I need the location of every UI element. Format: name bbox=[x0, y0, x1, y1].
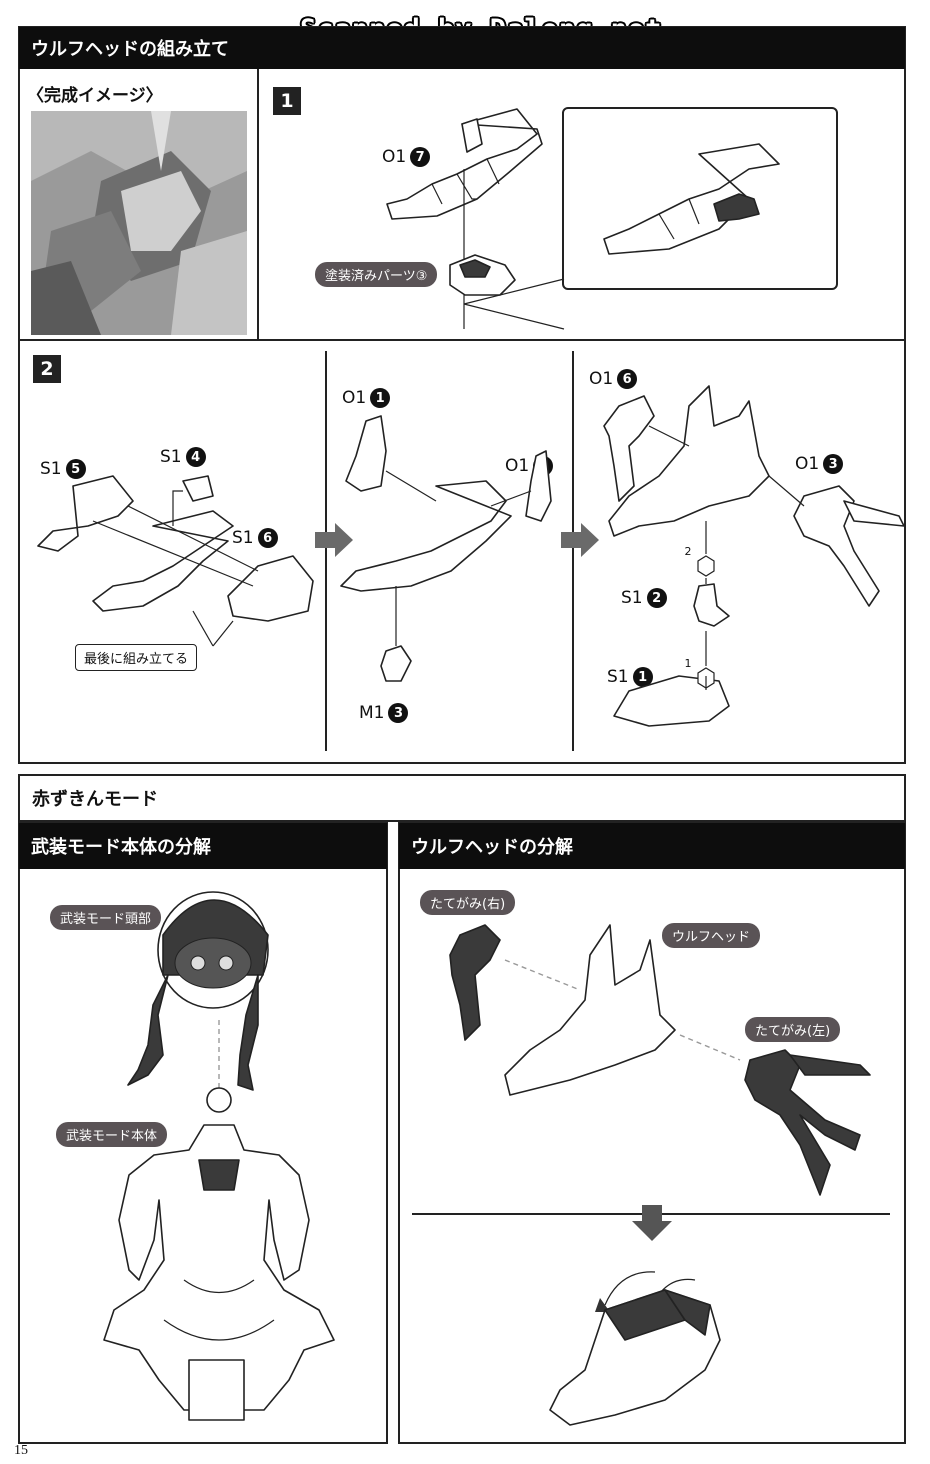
armed-body-title-text: 武装モード本体の分解 bbox=[31, 837, 211, 858]
step2-panel: 2 S1 5 S1 4 S1 6 最後に組み立てる O1 1 O1 2 bbox=[19, 341, 905, 763]
step2b-parts-drawing bbox=[340, 415, 552, 682]
part-number-badge: 3 bbox=[823, 454, 844, 474]
part-label-m1-3: M1 3 bbox=[359, 703, 409, 723]
completed-image-panel: 〈完成イメージ〉 bbox=[19, 69, 259, 339]
part-label-o1-6: O1 6 bbox=[589, 369, 638, 389]
mane-right-label: たてがみ(右) bbox=[420, 890, 516, 915]
next-step-arrow-2 bbox=[561, 523, 599, 557]
step2-divider-1 bbox=[325, 351, 327, 751]
assembly-order-1: 1 bbox=[684, 656, 692, 670]
part-label-o1-3: O1 3 bbox=[795, 454, 844, 474]
next-step-arrow-1 bbox=[315, 523, 353, 557]
wolf-head-folded-drawing bbox=[549, 1271, 721, 1426]
completed-image-photo bbox=[31, 111, 247, 335]
row-divider bbox=[19, 339, 905, 341]
painted-part-drawing bbox=[449, 254, 516, 296]
armed-body-title-band: 武装モード本体の分解 bbox=[19, 823, 387, 869]
part-number-badge: 6 bbox=[617, 369, 638, 389]
part-code: S1 bbox=[40, 459, 62, 479]
part-code: S1 bbox=[160, 447, 182, 467]
wolf-decomp-title-text: ウルフヘッドの分解 bbox=[411, 837, 573, 858]
step1-number: 1 bbox=[273, 87, 301, 115]
part-code: S1 bbox=[621, 588, 643, 608]
armed-body-drawing bbox=[103, 1020, 335, 1421]
armed-body-label: 武装モード本体 bbox=[56, 1122, 168, 1147]
armed-head-drawing bbox=[127, 891, 269, 1091]
bottom-section bbox=[18, 774, 906, 822]
painted-part-label: 塗装済みパーツ③ bbox=[315, 262, 438, 287]
mane-left-label: たてがみ(左) bbox=[745, 1017, 841, 1042]
step2-divider-2 bbox=[572, 351, 574, 751]
part-label-o1-1: O1 1 bbox=[342, 388, 391, 408]
part-code: O1 bbox=[505, 456, 530, 476]
step2a-parts-drawing bbox=[37, 475, 314, 647]
part-code: O1 bbox=[342, 388, 367, 408]
part-number-badge: 1 bbox=[632, 667, 653, 687]
part-label-o1-7: O1 7 bbox=[382, 147, 431, 167]
part-number-badge: 6 bbox=[257, 528, 278, 548]
part-label-s1-6: S1 6 bbox=[232, 528, 278, 548]
armed-head-label: 武装モード頭部 bbox=[50, 905, 162, 930]
section-title-red-riding-hood-mode: 赤ずきんモード bbox=[20, 776, 904, 820]
part-code: O1 bbox=[589, 369, 614, 389]
assemble-last-callout: 最後に組み立てる bbox=[75, 644, 198, 671]
step2c-parts-drawing bbox=[603, 385, 905, 727]
part-number-badge: 5 bbox=[65, 459, 86, 479]
part-number-badge: 7 bbox=[410, 147, 431, 167]
wolf-decomp-title-band: ウルフヘッドの分解 bbox=[399, 823, 905, 869]
part-label-s1-2: S1 2 bbox=[621, 588, 667, 608]
part-code: S1 bbox=[607, 667, 629, 687]
part-number-badge: 2 bbox=[646, 588, 667, 608]
part-number-badge: 4 bbox=[185, 447, 206, 467]
part-code: M1 bbox=[359, 703, 385, 723]
part-code: O1 bbox=[382, 147, 407, 167]
part-label-s1-5: S1 5 bbox=[40, 459, 86, 479]
assembly-order-2: 2 bbox=[684, 544, 692, 558]
detail-assembled-head bbox=[603, 143, 780, 255]
section-mode-title-text: 赤ずきんモード bbox=[32, 789, 158, 810]
part-code: S1 bbox=[232, 528, 254, 548]
part-code: O1 bbox=[795, 454, 820, 474]
part-number-badge: 3 bbox=[388, 703, 409, 723]
completed-image-label: 〈完成イメージ〉 bbox=[27, 86, 163, 106]
part-label-s1-1: S1 1 bbox=[607, 667, 653, 687]
down-arrow bbox=[632, 1205, 672, 1241]
step2-number: 2 bbox=[33, 355, 61, 383]
section-title-wolf-head-assembly: ウルフヘッドの組み立て bbox=[19, 27, 905, 69]
step1-detail-box bbox=[562, 107, 838, 290]
part-label-s1-4: S1 4 bbox=[160, 447, 206, 467]
wolf-head-shell-drawing bbox=[386, 108, 543, 220]
page-number: 15 bbox=[14, 1443, 28, 1458]
step1-panel: 1 O1 7 塗装済みパーツ③ bbox=[259, 69, 905, 339]
part-number-badge: 1 bbox=[370, 388, 391, 408]
leader-line bbox=[463, 169, 565, 330]
wolf-head-label: ウルフヘッド bbox=[662, 923, 761, 948]
wolf-decomp-drawing bbox=[449, 924, 871, 1196]
section-title-text: ウルフヘッドの組み立て bbox=[31, 39, 229, 60]
